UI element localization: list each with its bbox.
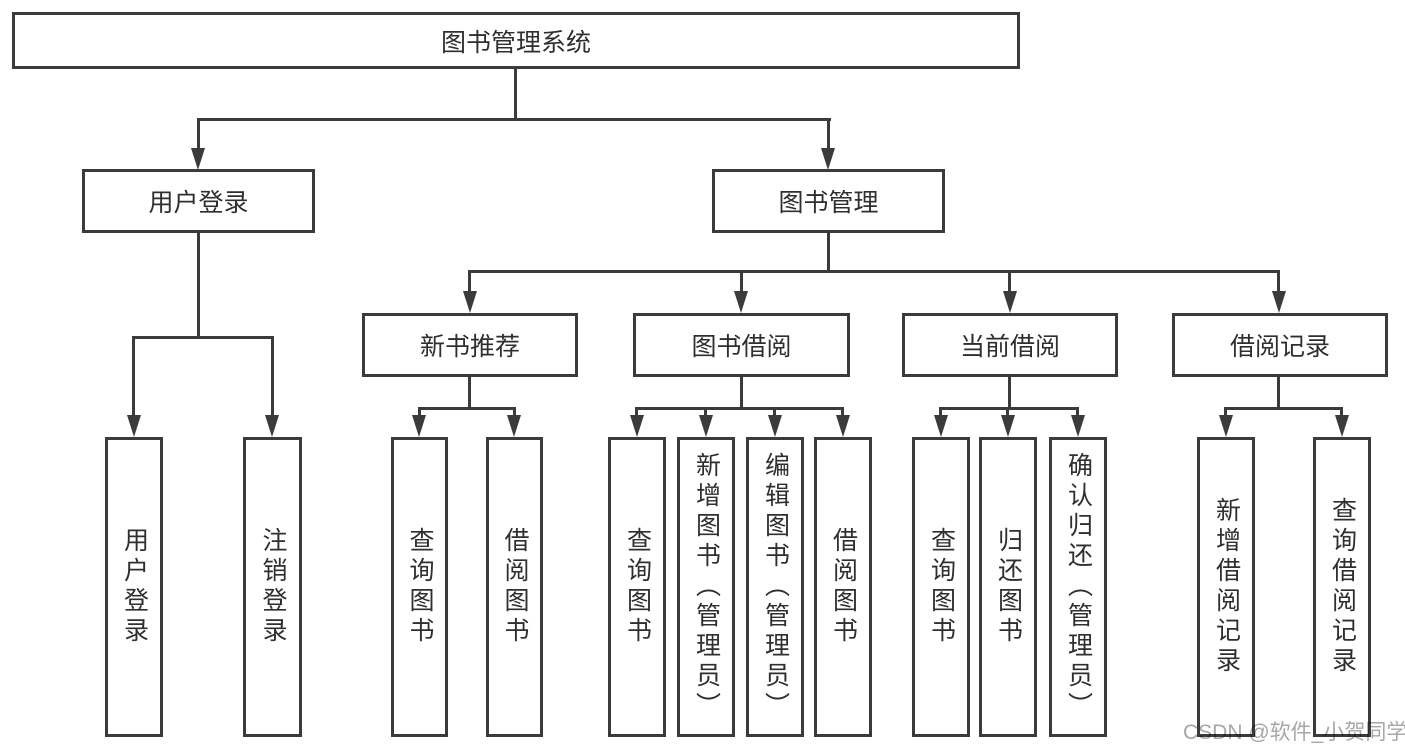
connector-line <box>514 68 517 118</box>
connector-line <box>740 270 743 294</box>
connector-line <box>740 377 743 407</box>
node-label: 当前借阅 <box>959 333 1060 361</box>
connector-line <box>1277 377 1280 407</box>
node-label: 图书管理 <box>778 189 879 217</box>
node-book-borrowing: 图书借阅 <box>633 313 850 377</box>
connector-line <box>132 336 135 418</box>
leaf-label: 借阅图书 <box>829 527 858 647</box>
csdn-watermark: CSDN @软件_小贺同学 <box>1183 721 1405 744</box>
connector-line <box>468 270 471 294</box>
node-current-borrowing: 当前借阅 <box>902 313 1118 377</box>
node-label: 图书借阅 <box>691 333 792 361</box>
node-label: 用户登录 <box>148 189 249 217</box>
leaf-query-books-borrowing: 查询图书 <box>608 437 666 737</box>
connector-line <box>1076 407 1079 418</box>
connector-line <box>1006 407 1009 418</box>
connector-line <box>468 270 1280 273</box>
node-new-book-recommendation: 新书推荐 <box>362 313 578 377</box>
node-user-login: 用户登录 <box>82 169 315 233</box>
leaf-add-books-admin: 新增图书（管理员） <box>677 437 735 737</box>
leaf-label: 查询图书 <box>927 527 956 647</box>
connector-line <box>197 233 200 336</box>
leaf-label: 查询图书 <box>623 527 652 647</box>
connector-line <box>704 407 707 418</box>
leaf-edit-books-admin: 编辑图书（管理员） <box>746 437 804 737</box>
leaf-user-login: 用户登录 <box>105 437 163 737</box>
leaf-confirm-return-admin: 确认归还（管理员） <box>1049 437 1107 737</box>
arrowhead-down-icon <box>1335 415 1349 437</box>
arrowhead-down-icon <box>836 415 850 437</box>
arrowhead-down-icon <box>1001 415 1015 437</box>
connector-line <box>132 336 274 339</box>
arrowhead-down-icon <box>934 415 948 437</box>
connector-line <box>513 407 516 418</box>
node-label: 图书管理系统 <box>440 28 591 57</box>
leaf-return-books: 归还图书 <box>979 437 1037 737</box>
connector-line <box>1277 270 1280 294</box>
arrowhead-down-icon <box>191 148 205 170</box>
connector-line <box>1224 407 1343 410</box>
arrowhead-down-icon <box>1071 415 1085 437</box>
connector-line <box>418 407 421 418</box>
leaf-label: 查询借阅记录 <box>1328 497 1357 677</box>
leaf-query-books-recommend: 查询图书 <box>391 437 448 737</box>
connector-line <box>827 233 830 270</box>
connector-line <box>841 407 844 418</box>
arrowhead-down-icon <box>412 415 426 437</box>
leaf-label: 新增借阅记录 <box>1212 497 1241 677</box>
connector-line <box>939 407 1079 410</box>
arrowhead-down-icon <box>1003 291 1017 313</box>
leaf-label: 确认归还（管理员） <box>1064 452 1093 722</box>
leaf-label: 归还图书 <box>994 527 1023 647</box>
node-label: 借阅记录 <box>1229 333 1330 361</box>
arrowhead-down-icon <box>699 415 713 437</box>
arrowhead-down-icon <box>821 148 835 170</box>
node-book-management: 图书管理 <box>712 169 945 233</box>
node-label: 新书推荐 <box>419 333 520 361</box>
leaf-label: 编辑图书（管理员） <box>761 452 790 722</box>
node-root-library-system: 图书管理系统 <box>12 12 1020 69</box>
leaf-query-books-current: 查询图书 <box>912 437 970 737</box>
connector-line <box>827 118 830 151</box>
arrowhead-down-icon <box>1272 291 1286 313</box>
arrowhead-down-icon <box>630 415 644 437</box>
connector-line <box>271 336 274 418</box>
leaf-label: 查询图书 <box>406 527 434 647</box>
leaf-label: 注销登录 <box>259 527 287 647</box>
leaf-query-borrow-record: 查询借阅记录 <box>1313 437 1371 737</box>
connector-line <box>1340 407 1343 418</box>
arrowhead-down-icon <box>734 291 748 313</box>
arrowhead-down-icon <box>768 415 782 437</box>
connector-line <box>635 407 844 410</box>
connector-line <box>1008 377 1011 407</box>
leaf-add-borrow-record: 新增借阅记录 <box>1197 437 1255 737</box>
leaf-label: 新增图书（管理员） <box>692 452 721 722</box>
arrowhead-down-icon <box>463 291 477 313</box>
leaf-borrow-books-recommend: 借阅图书 <box>486 437 543 737</box>
connector-line <box>1224 407 1227 418</box>
connector-line <box>635 407 638 418</box>
connector-line <box>418 407 516 410</box>
leaf-logout-login: 注销登录 <box>243 437 302 737</box>
connector-line <box>1008 270 1011 294</box>
arrowhead-down-icon <box>507 415 521 437</box>
connector-line <box>468 377 471 407</box>
connector-line <box>197 118 831 121</box>
leaf-label: 借阅图书 <box>501 527 529 647</box>
leaf-label: 用户登录 <box>120 527 149 647</box>
arrowhead-down-icon <box>127 415 141 437</box>
leaf-borrow-books: 借阅图书 <box>814 437 872 737</box>
connector-line <box>197 118 200 151</box>
connector-line <box>939 407 942 418</box>
connector-line <box>773 407 776 418</box>
arrowhead-down-icon <box>1219 415 1233 437</box>
arrowhead-down-icon <box>265 415 279 437</box>
node-borrowing-records: 借阅记录 <box>1172 313 1388 377</box>
